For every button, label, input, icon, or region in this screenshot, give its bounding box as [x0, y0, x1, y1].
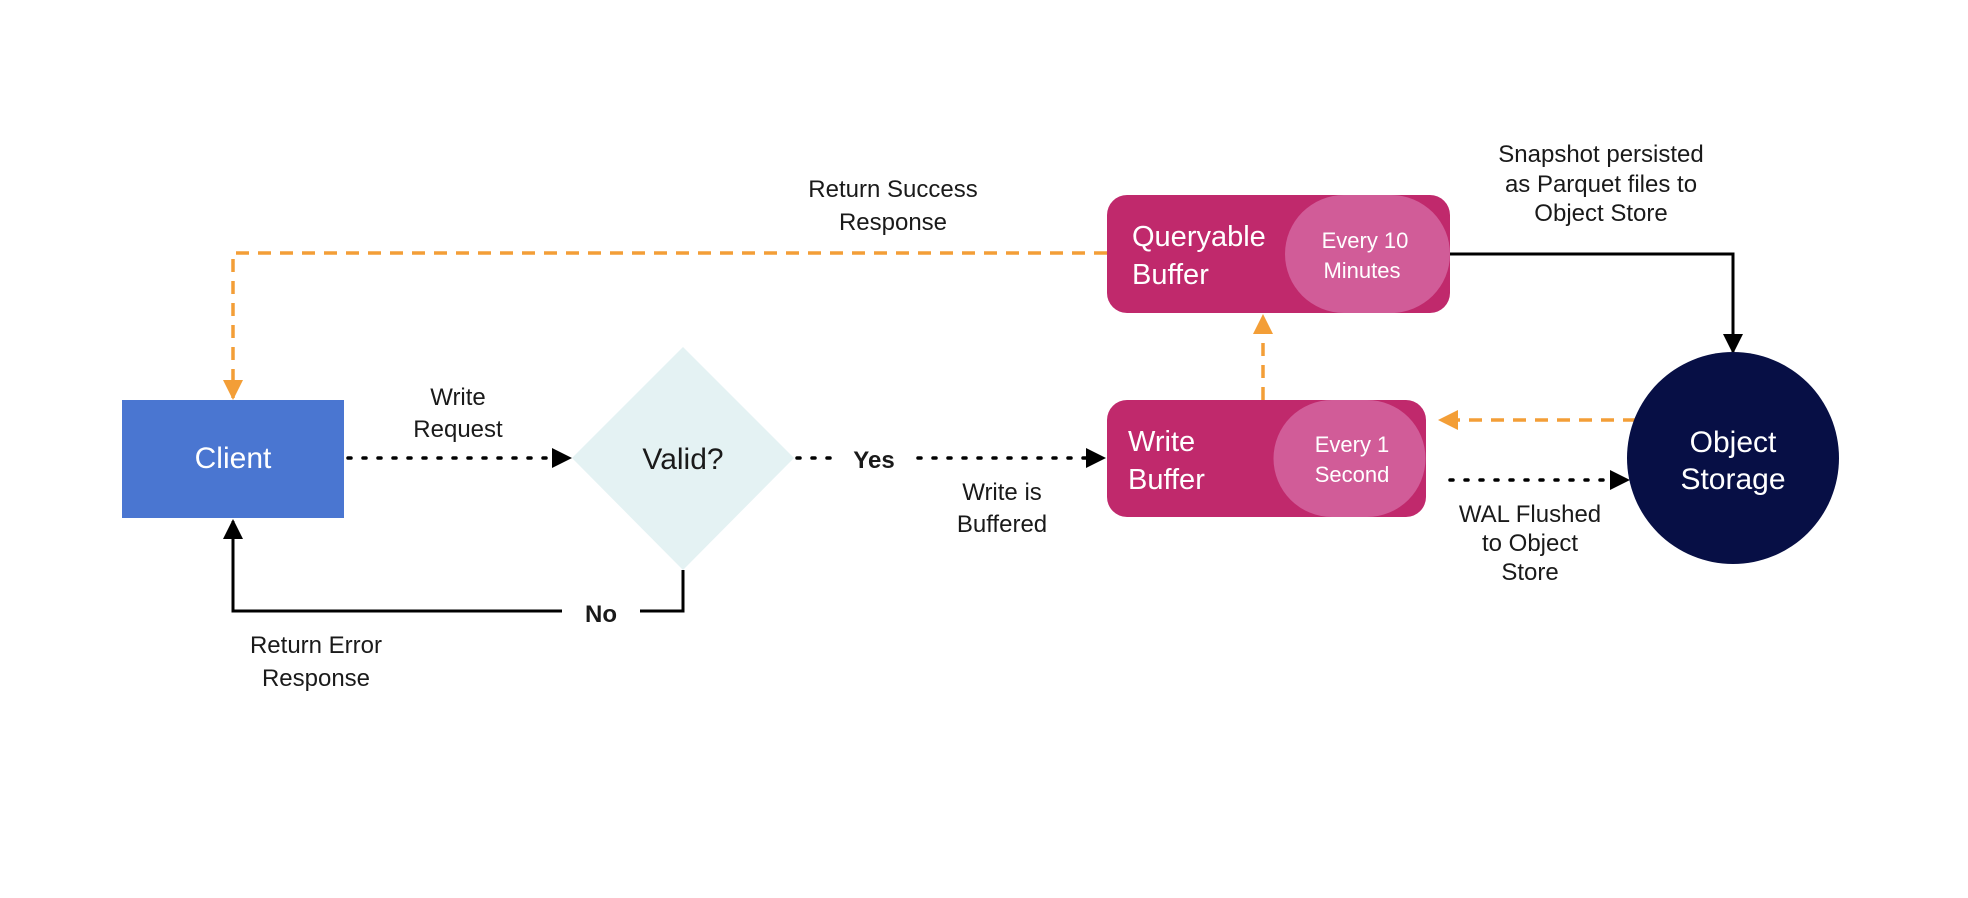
return-success-arrow: [223, 251, 1107, 400]
no-arrow-segment-1: [640, 570, 685, 613]
wal-flushed-label-3: Store: [1501, 559, 1558, 586]
queryable-buffer-label-2: Buffer: [1132, 259, 1209, 291]
client-node: Client: [122, 400, 344, 518]
return-success-label-2: Response: [839, 209, 947, 236]
write-buffered-label-2: Buffered: [957, 511, 1047, 538]
no-label: No: [585, 601, 617, 628]
queryable-buffer-interval-1: Every 10: [1322, 228, 1409, 253]
wal-flushed-label-2: to Object: [1482, 530, 1578, 557]
return-success-label-1: Return Success: [808, 176, 977, 203]
return-error-label-2: Response: [262, 665, 370, 692]
decision-label: Valid?: [642, 443, 723, 476]
write-request-label-1: Write: [430, 384, 486, 411]
object-storage-label-2: Storage: [1680, 463, 1785, 496]
client-label: Client: [195, 442, 272, 475]
queryable-buffer-interval-2: Minutes: [1323, 258, 1400, 283]
write-buffer-label-1: Write: [1128, 426, 1195, 458]
return-error-label-1: Return Error: [250, 632, 382, 659]
queryable-buffer-node: Queryable Buffer Every 10 Minutes: [1107, 195, 1450, 313]
snapshot-arrow: [1450, 252, 1743, 354]
write-buffer-node: Write Buffer Every 1 Second: [1107, 400, 1426, 518]
object-storage-node: Object Storage: [1627, 352, 1839, 564]
validation-decision: Valid?: [572, 347, 794, 570]
write-buffered-label-1: Write is: [962, 479, 1042, 506]
snapshot-label-1: Snapshot persisted: [1498, 141, 1703, 168]
snapshot-label-3: Object Store: [1534, 200, 1667, 227]
write-buffer-interval-1: Every 1: [1315, 432, 1390, 457]
yes-label: Yes: [853, 447, 894, 474]
queryable-buffer-label-1: Queryable: [1132, 221, 1266, 253]
no-arrow-segment-2: [223, 519, 562, 613]
write-buffer-interval-2: Second: [1315, 462, 1390, 487]
write-buffer-label-2: Buffer: [1128, 464, 1205, 496]
wal-flushed-label-1: WAL Flushed: [1459, 501, 1601, 528]
write-request-label-2: Request: [413, 416, 503, 443]
snapshot-label-2: as Parquet files to: [1505, 171, 1697, 198]
object-storage-label-1: Object: [1690, 426, 1777, 459]
